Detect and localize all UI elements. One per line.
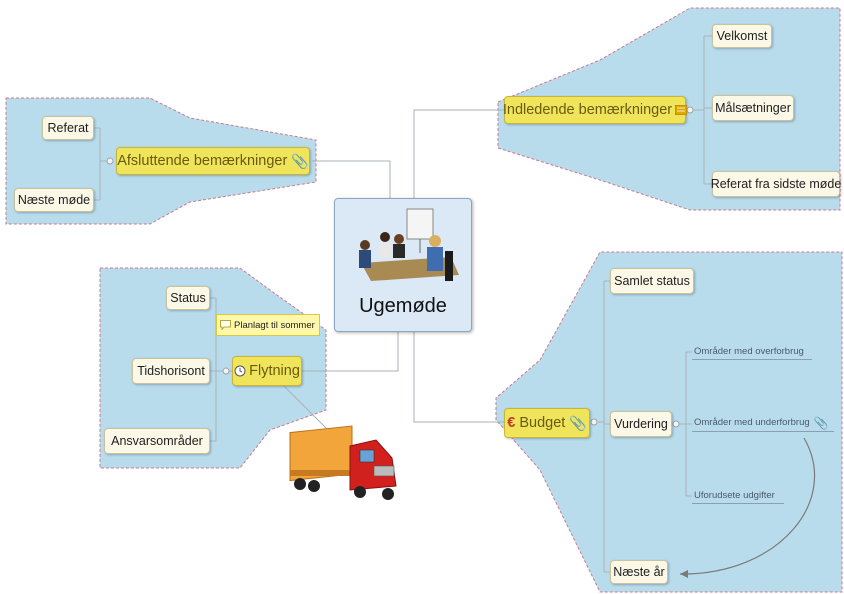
subtopic-velkomst[interactable]: Velkomst <box>712 24 772 48</box>
subtopic-label: Områder med underforbrug <box>694 417 810 428</box>
subtopic-naeste-moede[interactable]: Næste møde <box>14 188 94 212</box>
subtopic-label: Velkomst <box>716 29 768 43</box>
topic-afsluttende-bemaerkninger[interactable]: Afsluttende bemærkninger 📎 <box>116 147 310 175</box>
callout-text: Planlagt til sommer <box>234 319 315 331</box>
subtopic-samlet-status[interactable]: Samlet status <box>610 268 694 294</box>
central-topic[interactable]: Ugemøde <box>334 198 472 332</box>
subtopic-naeste-aar[interactable]: Næste år <box>610 560 668 584</box>
euro-icon: € <box>507 415 516 431</box>
topic-label: Afsluttende bemærkninger <box>117 153 288 169</box>
subtopic-label: Næste år <box>613 565 665 579</box>
paperclip-icon: 📎 <box>569 414 587 431</box>
callout-planlagt-til-sommer: Planlagt til sommer <box>216 314 320 336</box>
central-topic-title: Ugemøde <box>359 295 447 317</box>
relationship-arrow <box>679 437 815 575</box>
note-icon <box>675 105 688 115</box>
subtopic-referat[interactable]: Referat <box>42 116 94 140</box>
paperclip-icon: 📎 <box>813 415 829 430</box>
subtopic-label: Tidshorisont <box>137 364 205 378</box>
subtopic-label: Ansvarsområder <box>111 434 203 448</box>
topic-label: Budget <box>519 415 566 431</box>
subtopic-label: Vurdering <box>614 417 668 431</box>
subtopic-label: Samlet status <box>614 274 690 288</box>
topic-indledende-bemaerkninger[interactable]: Indledende bemærkninger <box>502 96 688 124</box>
truck-clipart-icon <box>289 425 397 500</box>
connectors <box>94 35 712 573</box>
subtopic-referat-fra-sidste-moede[interactable]: Referat fra sidste møde <box>710 171 842 197</box>
topic-budget[interactable]: € Budget 📎 <box>504 408 590 438</box>
paperclip-icon: 📎 <box>291 152 309 169</box>
subtopic-label: Status <box>170 291 206 305</box>
topic-label: Indledende bemærkninger <box>502 102 673 118</box>
subtopic-label: Målsætninger <box>715 101 791 115</box>
clock-icon <box>234 365 246 377</box>
subtopic-label: Næste møde <box>17 193 91 207</box>
subtopic-status[interactable]: Status <box>166 286 210 310</box>
topic-label: Flytning <box>249 363 300 379</box>
speech-bubble-icon <box>220 320 231 330</box>
topic-flytning[interactable]: Flytning <box>232 356 302 386</box>
subtopic-maalsaetninger[interactable]: Målsætninger <box>712 95 794 121</box>
subtopic-vurdering[interactable]: Vurdering <box>610 411 672 437</box>
subtopic-tidshorisont[interactable]: Tidshorisont <box>132 358 210 384</box>
subtopic-label: Områder med overforbrug <box>694 346 804 357</box>
subtopic-label: Uforudsete udgifter <box>694 490 775 501</box>
subsubtopic-omraader-underforbrug[interactable]: Områder med underforbrug 📎 <box>692 414 834 432</box>
collapse-markers <box>106 106 694 428</box>
meeting-clipart-icon <box>359 208 459 281</box>
subtopic-label: Referat <box>47 121 89 135</box>
arrowhead <box>680 570 688 578</box>
subtopic-label: Referat fra sidste møde <box>710 177 842 191</box>
subsubtopic-omraader-overforbrug[interactable]: Områder med overforbrug <box>692 344 812 360</box>
subsubtopic-uforudsete-udgifter[interactable]: Uforudsete udgifter <box>692 488 784 504</box>
subtopic-ansvarsomraader[interactable]: Ansvarsområder <box>104 428 210 454</box>
